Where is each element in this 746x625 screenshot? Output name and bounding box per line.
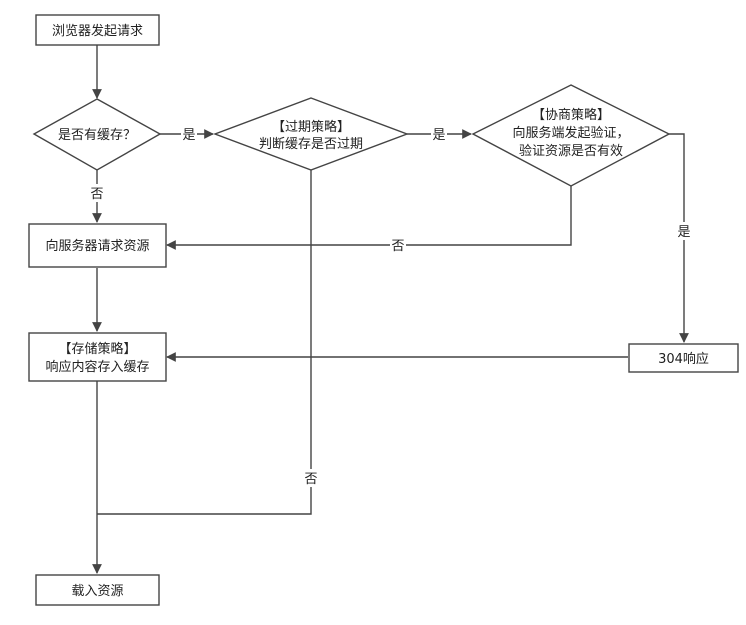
edge-expired-yes: 是 [407, 125, 472, 143]
edge-expired-no: 否 [97, 170, 319, 515]
node-request-server: 向服务器请求资源 [28, 223, 167, 268]
node-request-server-label: 向服务器请求资源 [45, 238, 149, 254]
decision-negotiate-policy-line1: 向服务端发起验证， [512, 125, 629, 141]
decision-expire-policy: 【过期策略】 判断缓存是否过期 [213, 97, 409, 171]
decision-expire-policy-text: 判断缓存是否过期 [259, 137, 363, 152]
edge-cache-yes: 是 [160, 125, 214, 143]
node-store-policy-text: 响应内容存入缓存 [45, 359, 149, 375]
decision-expire-policy-title: 【过期策略】 [272, 119, 350, 135]
node-304-response: 304响应 [628, 343, 739, 373]
node-browser-request-label: 浏览器发起请求 [52, 23, 143, 39]
edge-label-cache-yes: 是 [182, 128, 195, 143]
edge-valid-no: 否 [166, 186, 572, 254]
node-304-response-label: 304响应 [658, 351, 709, 367]
edge-valid-yes: 是 [669, 133, 692, 343]
node-browser-request: 浏览器发起请求 [35, 14, 160, 46]
node-load-resource-label: 载入资源 [71, 584, 123, 599]
decision-has-cache-label: 是否有缓存？ [58, 128, 136, 143]
edge-label-expired-yes: 是 [432, 128, 445, 143]
node-store-policy: 【存储策略】 响应内容存入缓存 [28, 332, 167, 382]
node-store-policy-title: 【存储策略】 [58, 341, 136, 357]
edge-cache-no: 否 [89, 170, 105, 223]
decision-negotiate-policy: 【协商策略】 向服务端发起验证， 验证资源是否有效 [471, 84, 671, 187]
edge-label-cache-no: 否 [90, 187, 103, 202]
node-load-resource: 载入资源 [35, 574, 160, 606]
edge-label-valid-no: 否 [391, 239, 404, 254]
decision-has-cache: 是否有缓存？ [32, 98, 162, 171]
edge-label-expired-no: 否 [304, 472, 317, 487]
decision-negotiate-policy-title: 【协商策略】 [532, 107, 610, 123]
decision-negotiate-policy-line2: 验证资源是否有效 [519, 143, 623, 159]
edge-label-valid-yes: 是 [677, 225, 690, 240]
